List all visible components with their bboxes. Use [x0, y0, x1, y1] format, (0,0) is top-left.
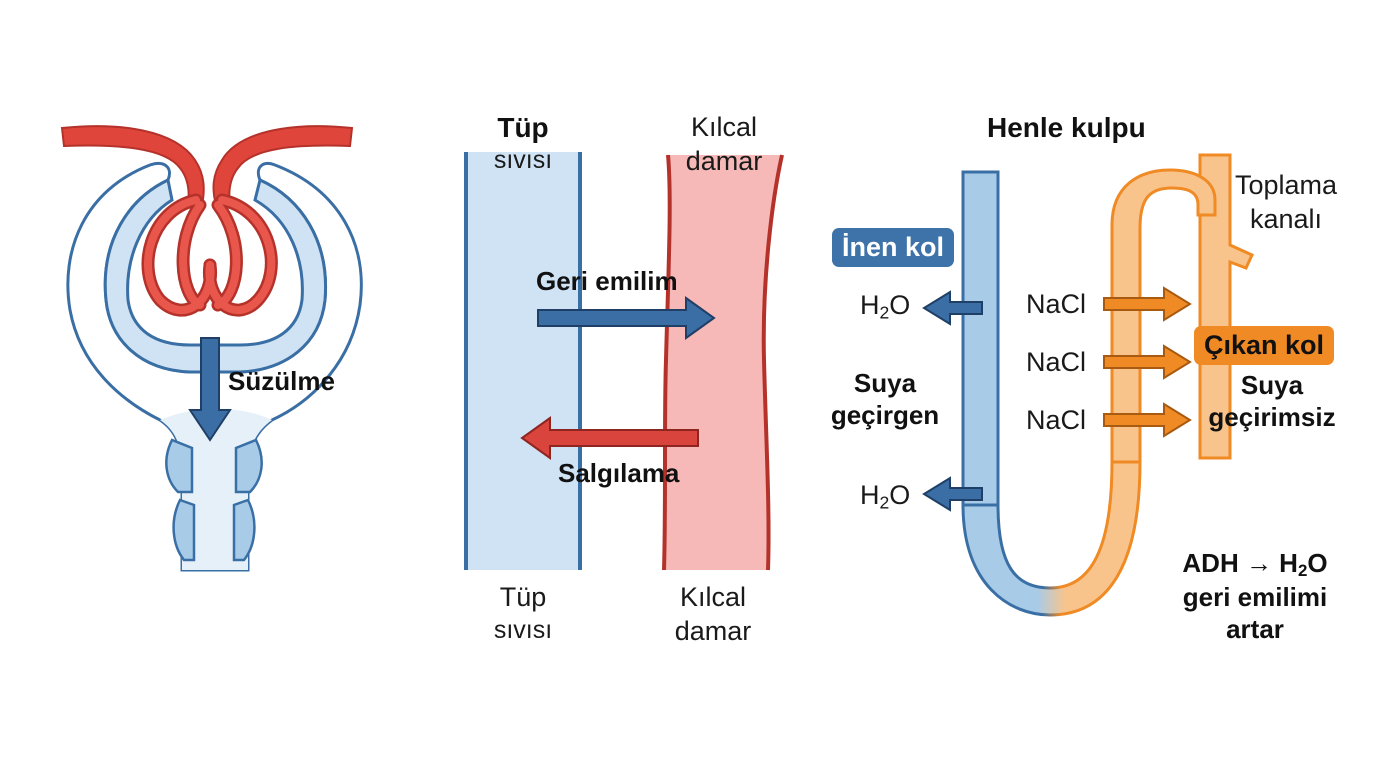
capsular-space [103, 177, 328, 374]
collecting-duct-label-1: Toplama [1234, 170, 1338, 200]
water-arrow-upper [922, 290, 983, 326]
tubule-cell-right-lower [232, 498, 256, 562]
tubular-fluid-title-bottom-1: Tüp [499, 582, 547, 612]
loop-bend [961, 460, 1142, 617]
nacl-label-1: NaCl [1026, 289, 1087, 319]
nacl-label-2: NaCl [1026, 347, 1087, 377]
glomerular-capillaries-fill [144, 196, 276, 315]
filtration-label: Süzülme [228, 366, 335, 396]
nacl-arrow-2 [1103, 344, 1192, 380]
descending-limb-badge: İnen kol [832, 228, 955, 267]
reabsorption-arrow [537, 296, 716, 340]
tubular-fluid-sub-top: sıvısı [493, 146, 553, 174]
secretion-label: Salgılama [558, 458, 680, 488]
impermeable-label-2: geçirimsiz [1208, 402, 1336, 432]
nacl-arrow-1 [1103, 286, 1192, 322]
collecting-duct [1198, 153, 1254, 460]
capillary-title-top-2: damar [685, 146, 763, 176]
loop-of-henle [922, 153, 1254, 617]
secretion-arrow [520, 416, 699, 460]
tubular-fluid-column [466, 152, 580, 570]
tubule-cell-left-upper [165, 438, 194, 494]
ascending-limb-arch [1110, 168, 1217, 464]
reabsorption-label: Geri emilim [536, 266, 678, 296]
capillary-title-bottom-2: damar [674, 616, 752, 646]
filtration-arrow [188, 337, 232, 442]
adh-label-2: geri emilimi [1182, 582, 1328, 612]
glomerulus-diagram [60, 125, 363, 572]
impermeable-label-1: Suya [1240, 370, 1304, 400]
tubular-fluid-title-top: Tüp [497, 112, 549, 143]
tubule-cell-right-upper [234, 438, 263, 494]
capillary-column [664, 155, 782, 570]
capillary-title-top-1: Kılcal [690, 112, 758, 142]
exchange-diagram [464, 152, 784, 571]
descending-limb [961, 170, 1000, 507]
permeable-label-2: geçirgen [830, 400, 940, 430]
adh-label-3: artar [1226, 614, 1284, 644]
tubular-fluid-title-bottom-2: sıvısı [493, 616, 553, 644]
adh-label-1: ADH → H2O [1182, 548, 1328, 581]
collecting-duct-label-2: kanalı [1249, 204, 1323, 234]
tubule-cell-left-lower [172, 498, 196, 562]
capillary-title-bottom-1: Kılcal [679, 582, 747, 612]
henle-title: Henle kulpu [987, 112, 1146, 143]
permeable-label-1: Suya [853, 368, 917, 398]
ascending-limb-badge: Çıkan kol [1194, 326, 1335, 365]
nacl-label-3: NaCl [1026, 405, 1087, 435]
water-label-upper: H2O [860, 290, 911, 323]
nacl-arrow-3 [1103, 402, 1192, 438]
water-label-lower: H2O [860, 480, 911, 513]
water-arrow-lower [922, 476, 983, 512]
